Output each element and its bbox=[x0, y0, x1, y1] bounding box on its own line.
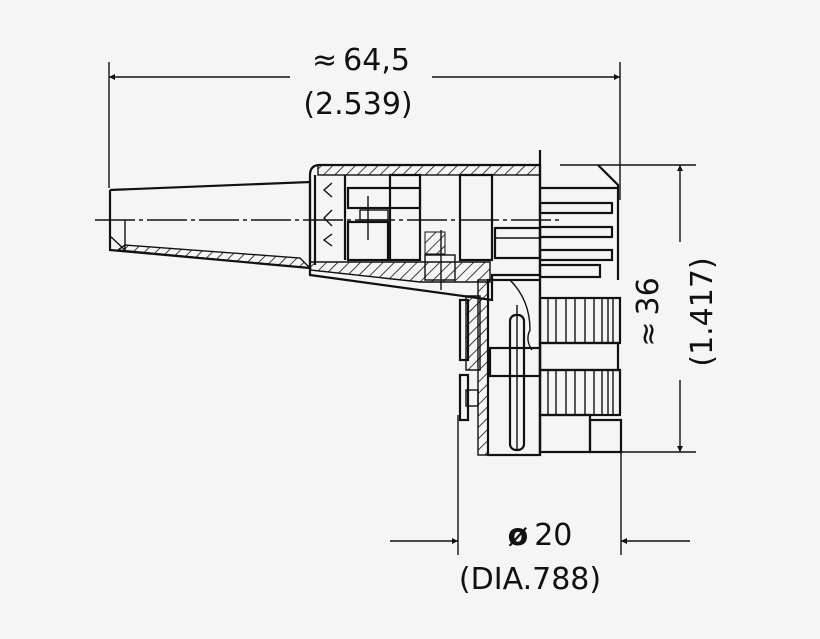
approx-symbol: ≈ bbox=[312, 43, 337, 78]
svg-text:≈64,5: ≈64,5 bbox=[312, 43, 410, 78]
cable-strain-relief bbox=[95, 180, 560, 270]
diameter-metric: 20 bbox=[534, 518, 572, 553]
height-dimension bbox=[560, 164, 696, 453]
length-dimension bbox=[108, 62, 621, 200]
approx-symbol-height: ≈ bbox=[631, 322, 666, 347]
length-label: ≈64,5 (2.539) bbox=[303, 43, 412, 122]
height-label: ≈36 (1.417) bbox=[631, 257, 720, 366]
contact-insert bbox=[458, 278, 542, 457]
svg-text:ø20: ø20 bbox=[508, 518, 573, 553]
knurled-coupling-ring bbox=[538, 296, 623, 454]
height-metric: 36 bbox=[631, 277, 666, 315]
height-imperial: (1.417) bbox=[685, 257, 720, 366]
diameter-dimension bbox=[390, 415, 690, 555]
connector-housing bbox=[308, 163, 542, 302]
diameter-symbol: ø bbox=[508, 518, 529, 553]
diameter-imperial: (DIA.788) bbox=[459, 562, 601, 597]
length-metric: 64,5 bbox=[343, 43, 410, 78]
svg-text:≈36: ≈36 bbox=[631, 277, 666, 346]
length-imperial: (2.539) bbox=[303, 87, 412, 122]
